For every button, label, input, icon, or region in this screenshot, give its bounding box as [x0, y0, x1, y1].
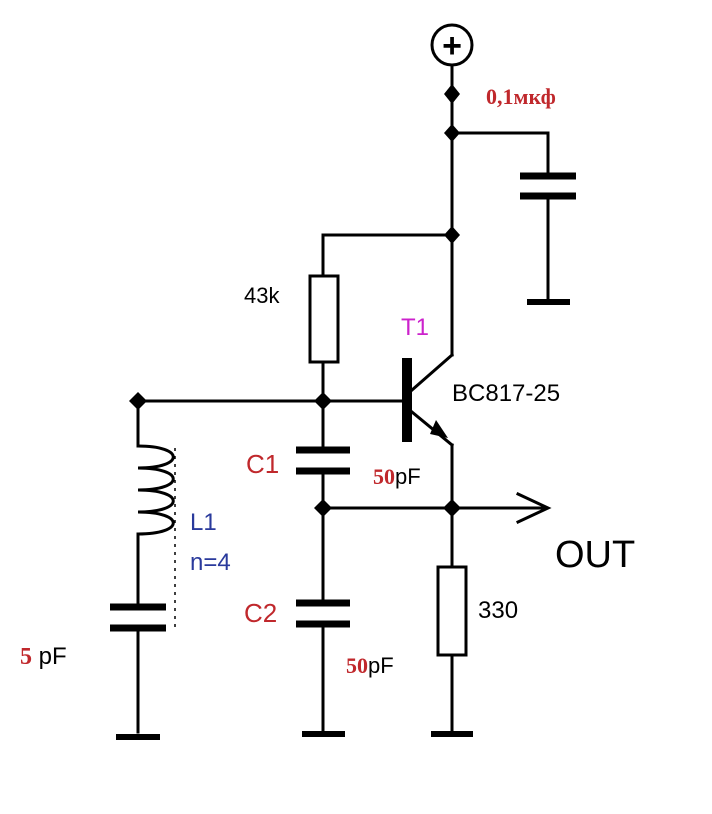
bias-resistor	[308, 274, 340, 364]
c1-value-number: 50	[373, 464, 395, 489]
decoupling-capacitor	[450, 131, 576, 305]
inductor-designator: L1	[190, 509, 217, 536]
bias-wire	[321, 233, 454, 278]
supply-terminal: +	[430, 23, 474, 67]
bias-resistor-value: 43k	[244, 283, 280, 308]
tuning-cap-number: 5	[20, 644, 32, 670]
c2-value-number: 50	[346, 653, 368, 678]
c2-value: 50pF	[346, 653, 394, 678]
emitter-resistor	[436, 565, 468, 657]
transistor-t1	[402, 352, 455, 448]
tuning-cap-value: 5 pF	[20, 643, 67, 670]
tuning-cap-unit: pF	[32, 643, 67, 670]
decoupling-cap-value: 0,1мкф	[486, 84, 556, 109]
c1-designator: C1	[246, 449, 279, 479]
c1-value-unit: pF	[395, 464, 421, 489]
transistor-designator: T1	[401, 314, 429, 341]
junction-supply	[444, 84, 460, 104]
junction-base	[314, 392, 332, 410]
output-label: OUT	[555, 534, 635, 576]
transistor-part: BC817-25	[452, 380, 560, 407]
c1-value: 50pF	[373, 464, 421, 489]
output-arrow	[516, 492, 552, 524]
c2-designator: C2	[244, 598, 277, 628]
junction-tank-top	[129, 392, 147, 410]
emitter-resistor-value: 330	[478, 597, 518, 624]
c2-value-unit: pF	[368, 653, 394, 678]
supply-symbol: +	[442, 27, 462, 65]
inductor-l1	[136, 444, 175, 536]
inductor-turns: n=4	[190, 549, 231, 576]
